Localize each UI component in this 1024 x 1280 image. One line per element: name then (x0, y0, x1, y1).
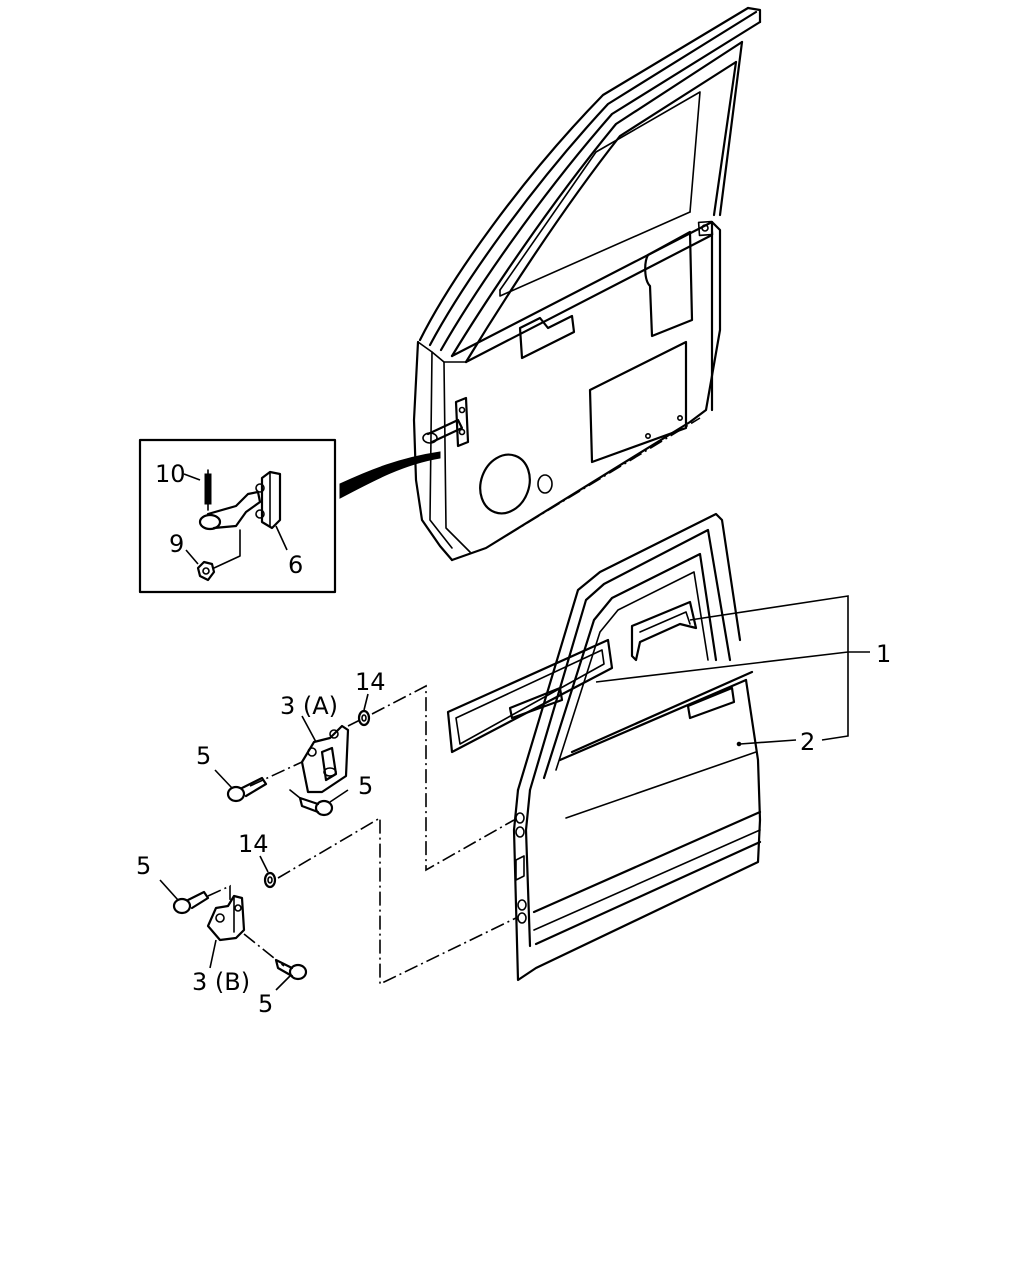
hinge-upper-3a (300, 715, 350, 794)
hinge-lower-3b (206, 894, 246, 969)
callout-5-upper-right: 5 (358, 772, 373, 800)
door-outer-shell (446, 512, 762, 982)
callout-3b: 3 (B) (192, 968, 250, 996)
washer-upper (357, 693, 371, 727)
callout-6: 6 (288, 551, 303, 579)
bolt-upper-right (298, 789, 349, 817)
callout-5-upper-left: 5 (196, 742, 211, 770)
callout-2: 2 (800, 728, 815, 756)
bolt-upper-left (214, 769, 268, 803)
check-link-detail-inset (138, 438, 337, 594)
callout-9: 9 (169, 530, 184, 558)
callout-5-lower-right: 5 (258, 990, 273, 1018)
assembly-lines (207, 684, 517, 986)
bolt-lower-right (274, 958, 308, 991)
door-inner-view (412, 6, 762, 562)
callout-14-lower: 14 (238, 830, 269, 858)
callout-5-lower-left: 5 (136, 852, 151, 880)
bolt-lower-left (159, 879, 210, 915)
callout-14-upper: 14 (355, 668, 386, 696)
callout-10: 10 (155, 460, 186, 488)
leader-lines (595, 595, 870, 745)
callout-3a: 3 (A) (280, 692, 338, 720)
detail-pointer (339, 451, 441, 499)
washer-lower (259, 855, 277, 889)
callout-1: 1 (876, 640, 891, 668)
